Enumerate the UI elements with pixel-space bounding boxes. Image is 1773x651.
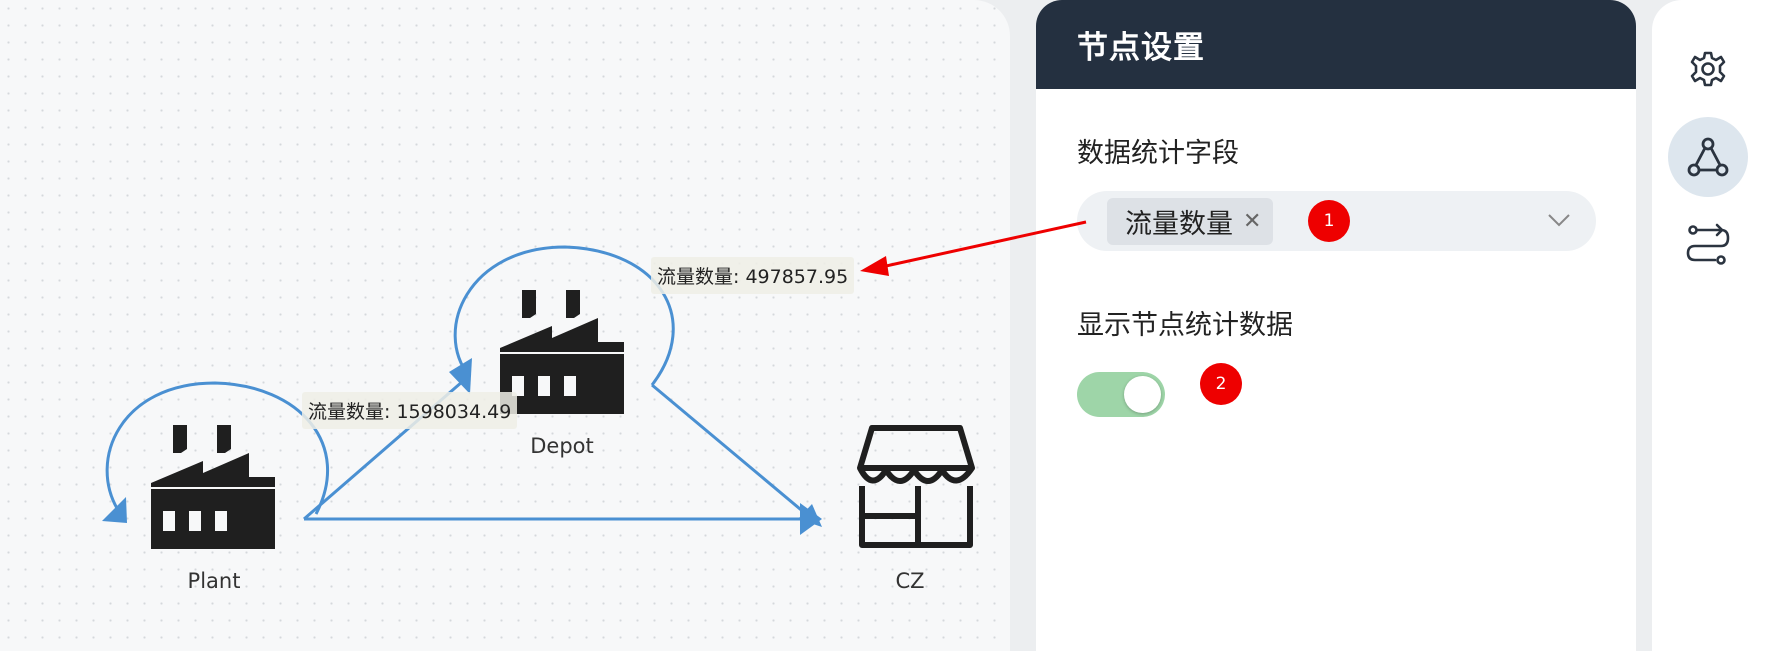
plant-factory-icon	[151, 425, 275, 549]
graph-nodes-icon	[1687, 137, 1729, 177]
show-stats-label: 显示节点统计数据	[1077, 310, 1293, 341]
selected-tag: 流量数量 ✕	[1107, 198, 1274, 245]
graph-canvas[interactable]: Plant Depot CZ 流量数量: 497857.95 流量数量: 159…	[0, 0, 1010, 651]
stat-label-plant: 流量数量: 1598034.49	[302, 392, 518, 429]
stat-field: 流量数量:	[657, 266, 746, 288]
tag-close-icon[interactable]: ✕	[1243, 209, 1262, 234]
node-label-plant: Plant	[187, 569, 241, 593]
route-icon	[1686, 223, 1730, 265]
stat-field-select[interactable]: 流量数量 ✕	[1077, 191, 1596, 251]
selected-tag-label: 流量数量	[1125, 209, 1233, 240]
edge-depot-cz	[651, 383, 813, 521]
annotation-badge-2: 2	[1200, 363, 1242, 405]
stat-field: 流量数量:	[308, 401, 397, 423]
settings-button[interactable]	[1668, 29, 1748, 109]
annotation-badge-1: 1	[1308, 200, 1350, 242]
toggle-knob	[1124, 376, 1161, 413]
chevron-down-icon[interactable]	[1544, 205, 1574, 235]
depot-factory-icon	[500, 290, 624, 414]
show-stats-toggle[interactable]	[1077, 372, 1165, 417]
stat-field-label: 数据统计字段	[1077, 138, 1239, 169]
node-label-depot: Depot	[530, 434, 594, 458]
arrow-plant-depot	[449, 358, 472, 394]
edge-plant-loop	[105, 381, 329, 515]
stat-value: 497857.95	[745, 266, 849, 288]
panel-title: 节点设置	[1036, 0, 1636, 89]
gear-icon	[1690, 51, 1726, 87]
edge-depot-loop	[453, 245, 675, 386]
stat-value: 1598034.49	[396, 401, 512, 423]
node-settings-panel: 节点设置 数据统计字段 流量数量 ✕ 显示节点统计数据 1 2	[1036, 0, 1636, 651]
right-toolbar	[1652, 0, 1773, 651]
cz-store-icon	[857, 425, 975, 548]
node-label-cz: CZ	[895, 569, 925, 593]
arrow-depot-cz	[798, 504, 822, 527]
node-settings-button[interactable]	[1668, 117, 1748, 197]
route-settings-button[interactable]	[1668, 205, 1748, 285]
arrow-plant-loop	[102, 497, 127, 523]
graph-edges	[102, 245, 975, 549]
stat-label-depot: 流量数量: 497857.95	[651, 257, 855, 294]
